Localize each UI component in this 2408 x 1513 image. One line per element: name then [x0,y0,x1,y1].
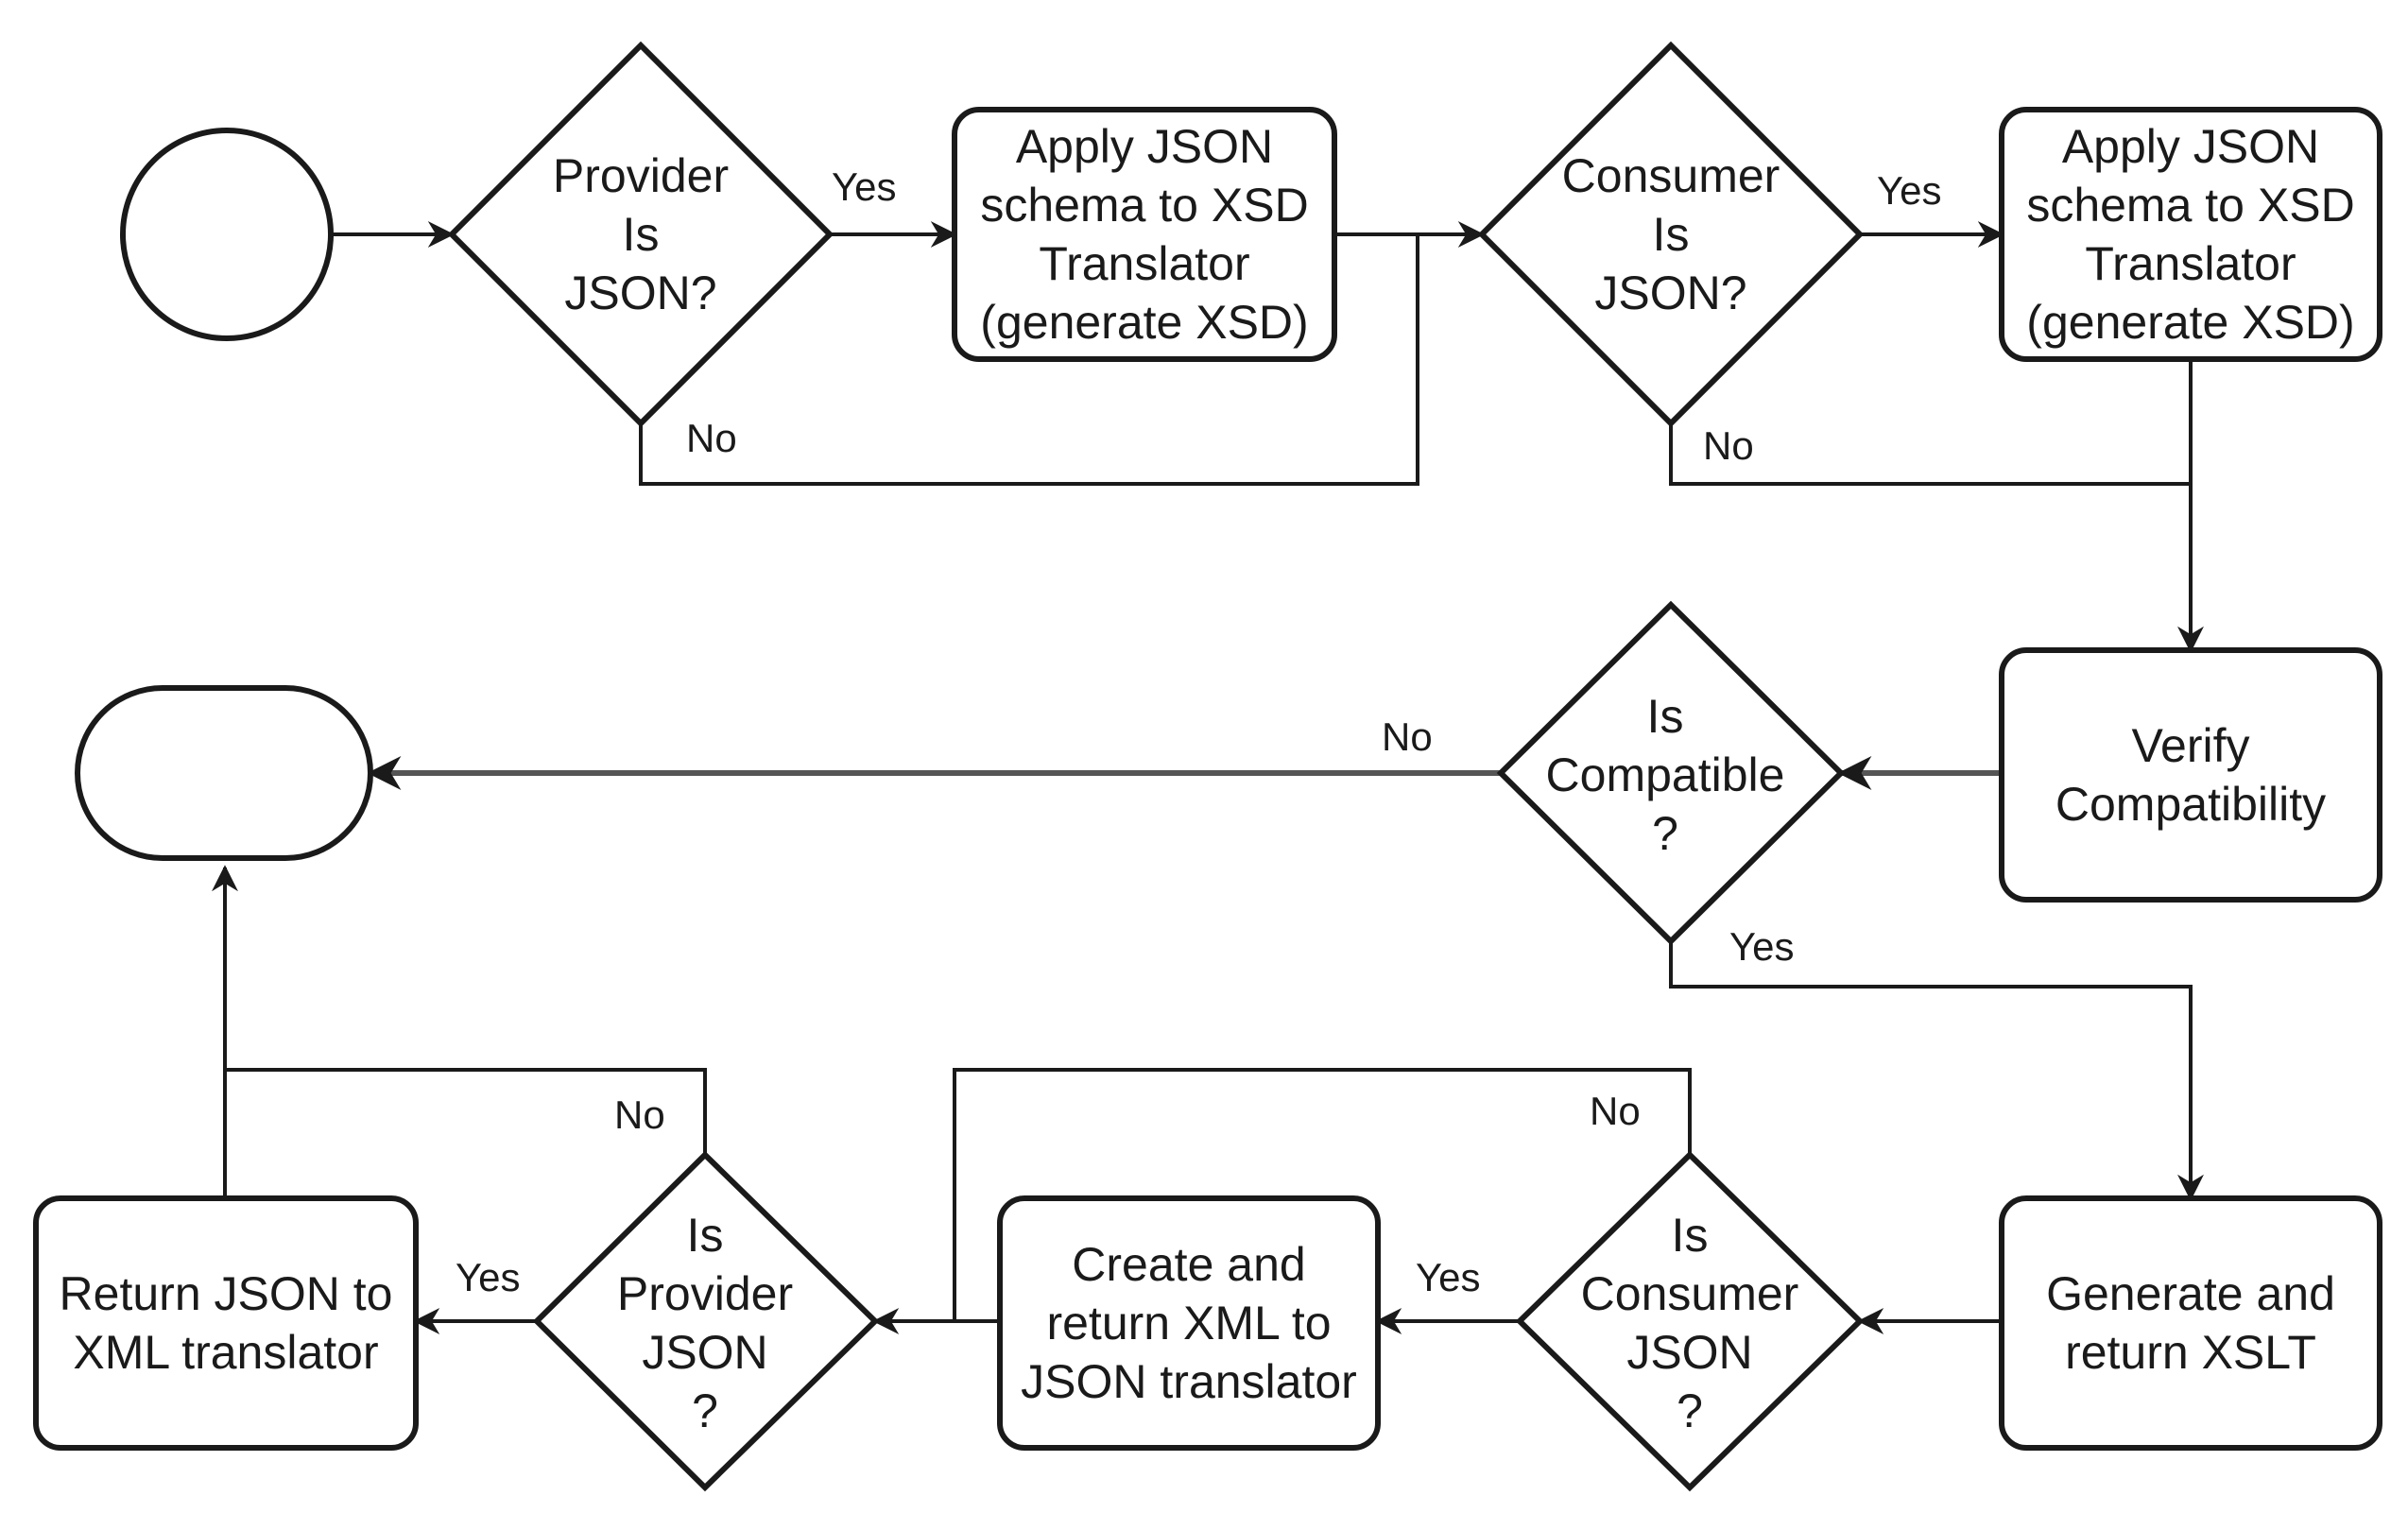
provider-no-label: No [686,416,737,460]
node-label-line: Provider [553,149,729,202]
node-label-line: Is [1653,208,1690,261]
node-label-line: Is [687,1209,724,1262]
node-label-line: JSON [642,1326,767,1379]
create-xml-to-json-box [997,1195,1381,1451]
node-label-line: Return JSON to [60,1267,393,1320]
node-label-line: (generate XSD) [980,296,1308,349]
node-label-line: schema to XSD [2026,179,2354,232]
node-label-line: Translator [2085,237,2296,290]
node-label-line: JSON translator [1021,1355,1357,1408]
start-node [120,128,334,341]
node-label-line: return XML to [1046,1297,1331,1350]
node-label-line: Consumer [1562,149,1780,202]
is-provider-no-label: No [614,1092,665,1137]
node-label-line: Is [1647,690,1684,743]
node-label-line: Create and [1072,1238,1305,1291]
node-label-line: Compatibility [2055,778,2326,831]
node-label-line: Compatible [1546,748,1785,801]
node-label-line: return XSLT [2065,1326,2316,1379]
apply-schema-provider-box [952,107,1337,362]
apply-schema-consumer-box [1999,107,2382,362]
node-label-line: JSON [1626,1326,1752,1379]
node-label-line: Generate and [2046,1267,2335,1320]
provider-yes-label: Yes [832,164,897,209]
node-label-line: JSON? [1594,266,1746,319]
is-compatible-decision [1496,600,1846,946]
edge-compatible-yes [1669,943,2204,1201]
node-label-line: XML translator [73,1326,378,1379]
is-consumer-json-decision [1515,1150,1865,1492]
end-node [75,685,373,861]
consumer-no-label: No [1703,423,1754,468]
edge-consumer-json-no [953,1068,1692,1321]
is-consumer-no-label: No [1590,1089,1641,1133]
node-label-line: Is [1672,1209,1709,1262]
provider-is-json-decision [447,41,834,428]
return-json-to-xml-label: Return JSON to XML translator [60,1267,393,1379]
node-label-line: (generate XSD) [2026,296,2354,349]
return-json-to-xml-box [33,1195,419,1451]
generate-xslt-box [1999,1195,2382,1451]
node-label-line: schema to XSD [980,179,1308,232]
node-label-line: ? [1652,807,1678,860]
node-label-line: Is [623,208,660,261]
node-label-line: Provider [617,1267,793,1320]
verify-compatibility-box [1999,647,2382,903]
node-label-line: Verify [2131,719,2249,772]
node-label-line: ? [1677,1384,1703,1437]
is-provider-yes-label: Yes [456,1255,521,1299]
node-label-line: Apply JSON [2062,120,2319,173]
generate-xslt-label: Generate and return XSLT [2046,1267,2335,1379]
node-label-line: Consumer [1581,1267,1799,1320]
is-consumer-yes-label: Yes [1416,1255,1481,1299]
node-label-line: Translator [1039,237,1249,290]
consumer-is-json-decision [1477,41,1865,428]
node-label-line: ? [692,1384,718,1437]
edge-provider-json-no [225,1068,707,1161]
compatible-yes-label: Yes [1729,924,1795,969]
node-label-line: JSON? [564,266,716,319]
edge-provider-no [639,234,1419,486]
is-provider-json-decision [532,1150,880,1492]
node-label-line: Apply JSON [1016,120,1273,173]
consumer-yes-label: Yes [1877,168,1942,213]
edge-consumer-no [1669,423,2191,486]
compatible-no-label: No [1382,714,1433,759]
